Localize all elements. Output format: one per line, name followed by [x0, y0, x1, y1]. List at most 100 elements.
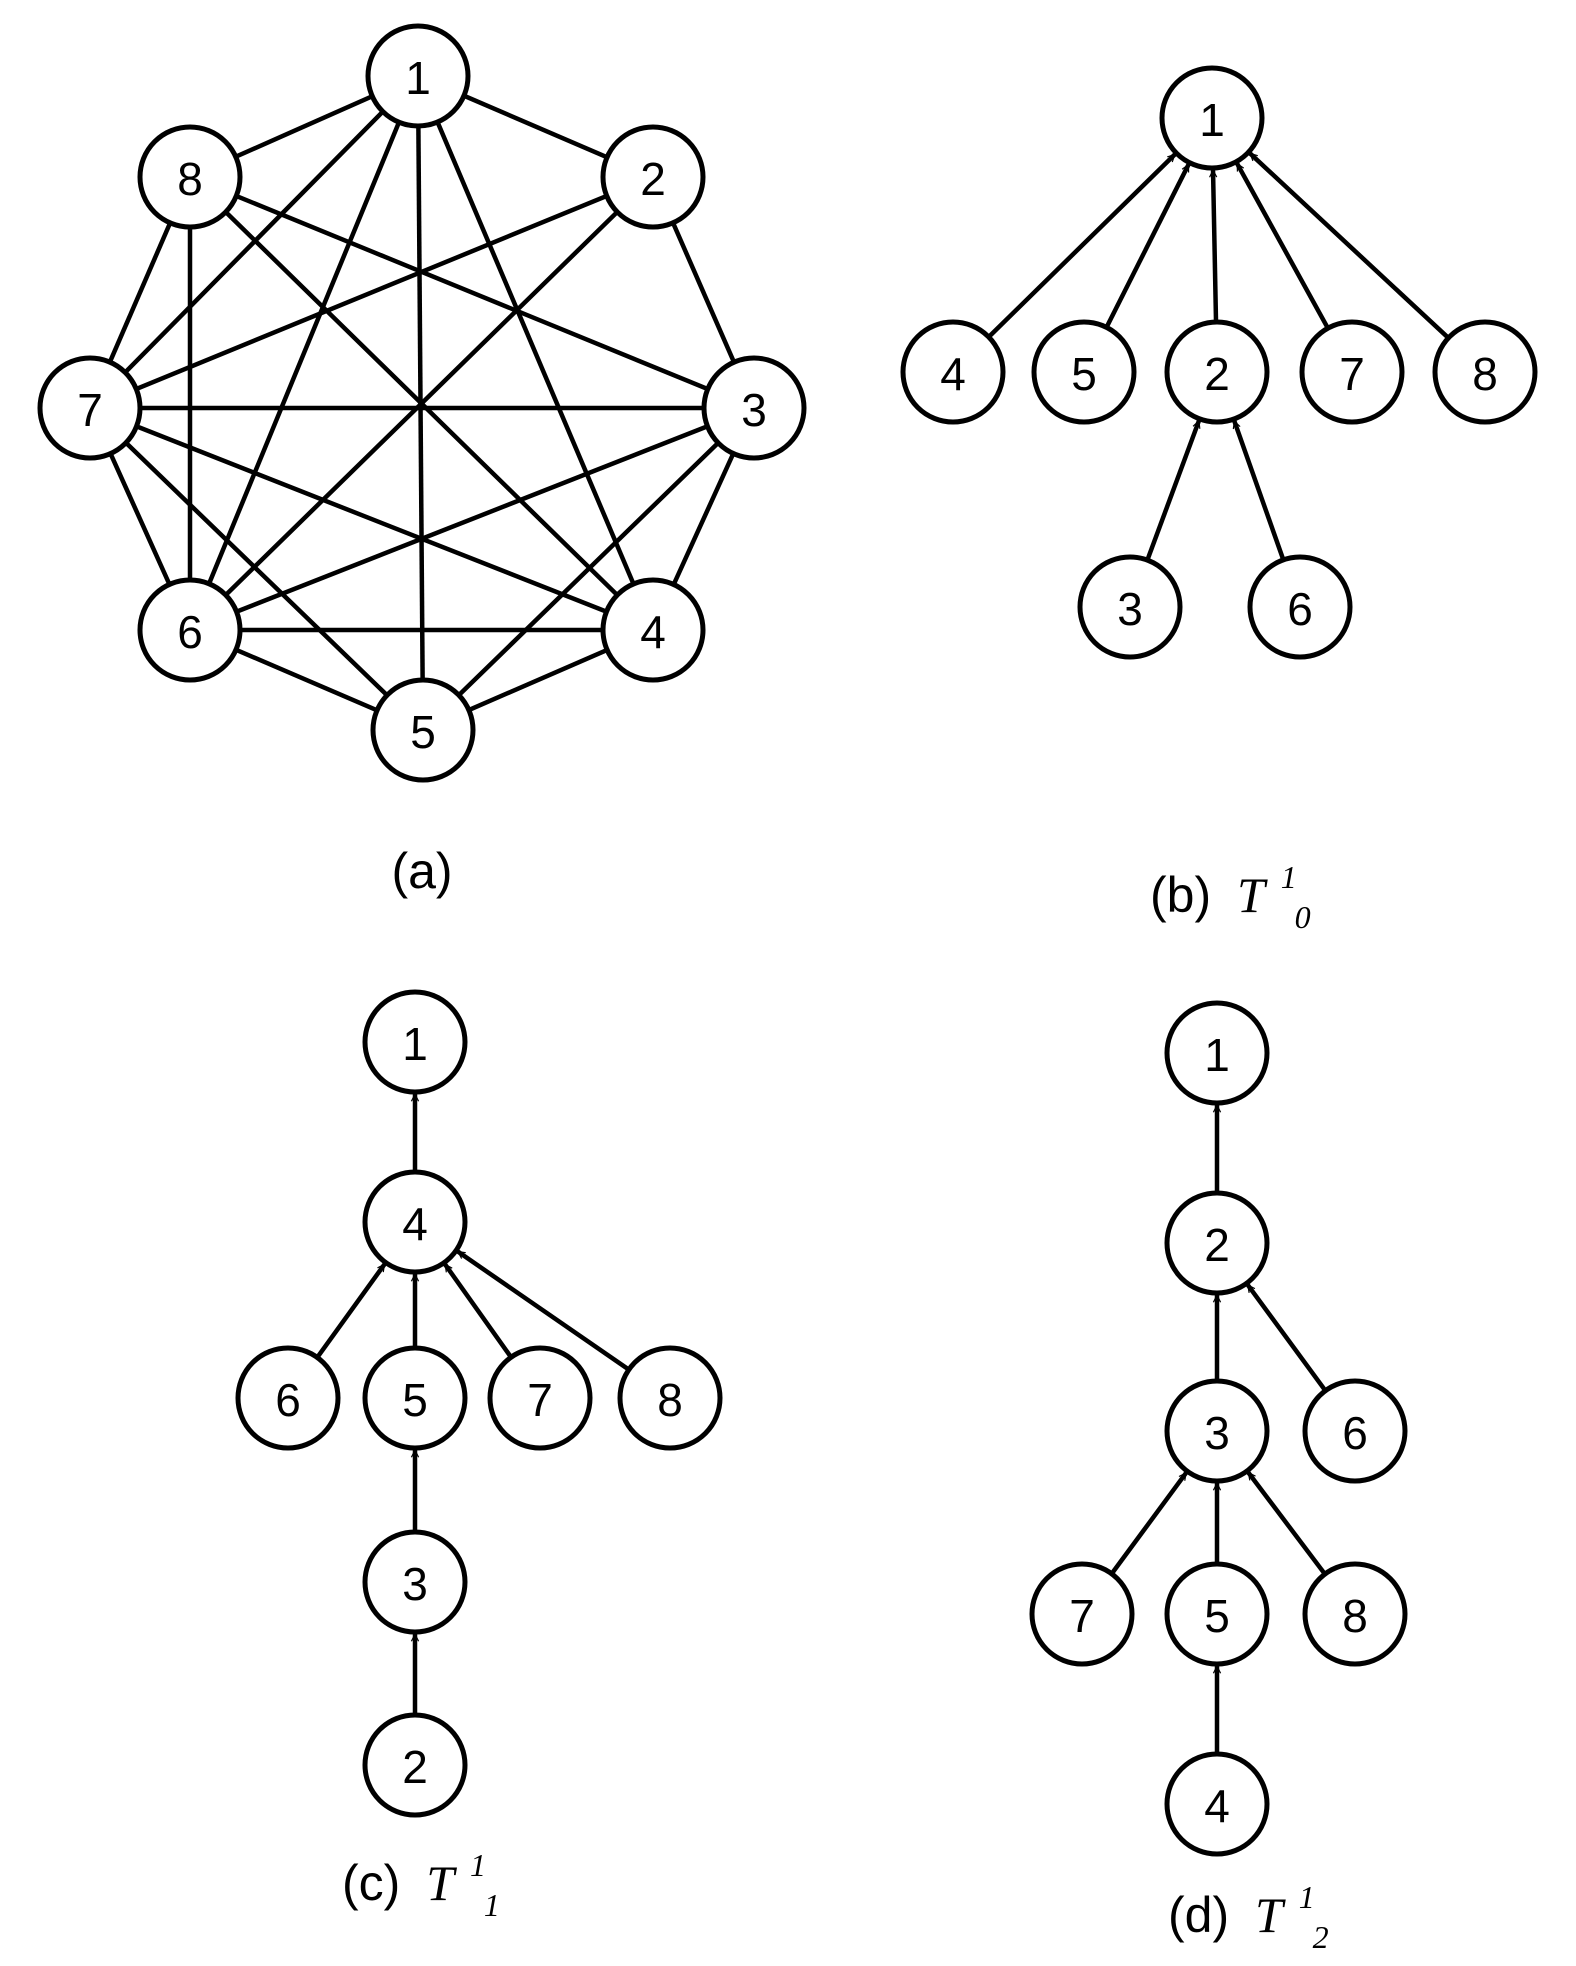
panel-c: 1 4 6 5 7 8 3 2 (c) T 1 1	[235, 989, 723, 1923]
node-3-label: 3	[1204, 1407, 1230, 1459]
node-8-label: 8	[657, 1374, 683, 1426]
arrow-4-to-1	[987, 152, 1177, 339]
node-3: 3	[701, 355, 807, 461]
panel-d-caption-label: (d)	[1168, 1887, 1229, 1943]
node-1: 1	[1159, 65, 1265, 171]
node-7-label: 7	[527, 1374, 553, 1426]
panel-b-caption-label: (b)	[1150, 867, 1211, 923]
node-1-circle	[365, 23, 471, 129]
node-6: 6	[137, 577, 243, 683]
node-7-label: 7	[1069, 1590, 1095, 1642]
node-3: 3	[1164, 1378, 1270, 1484]
node-1: 1	[365, 23, 471, 129]
node-1-circle	[362, 989, 468, 1095]
panel-c-caption: (c) T 1 1	[342, 1831, 500, 1923]
arrow-8-to-1	[1248, 151, 1450, 340]
node-5: 5	[362, 1345, 468, 1451]
node-6-label: 6	[1287, 583, 1313, 635]
node-8-circle	[1432, 319, 1538, 425]
node-5: 5	[1164, 1561, 1270, 1667]
node-3-circle	[701, 355, 807, 461]
arrow-8-to-3	[1246, 1471, 1327, 1576]
node-1: 1	[1164, 1000, 1270, 1106]
node-7-circle	[487, 1345, 593, 1451]
panel-a-nodes: 1 2 3 4 5 6 7 8	[37, 23, 807, 783]
edge-1-6	[187, 75, 421, 631]
node-2-label: 2	[402, 1741, 428, 1793]
panel-c-edges	[315, 1094, 631, 1715]
node-7: 7	[1299, 319, 1405, 425]
node-8-circle	[137, 124, 243, 230]
node-6-label: 6	[275, 1374, 301, 1426]
node-8-label: 8	[1342, 1590, 1368, 1642]
panel-b-caption-subscript: 0	[1295, 899, 1311, 935]
node-7-label: 7	[77, 384, 103, 436]
node-6-circle	[1302, 1378, 1408, 1484]
node-7: 7	[1029, 1561, 1135, 1667]
panel-d-nodes: 1 2 3 6 7 5 8 4	[1029, 1000, 1408, 1857]
edge-4-7	[89, 405, 654, 633]
panel-c-nodes: 1 4 6 5 7 8 3 2	[235, 989, 723, 1818]
node-2-label: 2	[1204, 1219, 1230, 1271]
node-4-label: 4	[1204, 1780, 1230, 1832]
node-3: 3	[362, 1529, 468, 1635]
panel-b-edges	[987, 151, 1450, 561]
node-4: 4	[900, 319, 1006, 425]
panel-c-caption-subscript: 1	[484, 1887, 500, 1923]
panel-d-edges	[1109, 1105, 1328, 1754]
node-3-label: 3	[1117, 583, 1143, 635]
arrow-7-to-3	[1109, 1471, 1188, 1576]
node-5-label: 5	[410, 706, 436, 758]
node-8: 8	[1432, 319, 1538, 425]
arrow-5-to-1	[1104, 164, 1191, 329]
node-7-label: 7	[1339, 348, 1365, 400]
node-1: 1	[362, 989, 468, 1095]
node-8: 8	[137, 124, 243, 230]
panel-c-caption-symbol: T	[426, 1855, 457, 1911]
node-4: 4	[600, 577, 706, 683]
panel-a-caption: (a)	[391, 843, 452, 899]
edge-2-7	[89, 174, 654, 411]
node-4-label: 4	[940, 348, 966, 400]
node-2: 2	[1164, 319, 1270, 425]
arrow-7-to-1	[1235, 164, 1330, 330]
arrow-6-to-2	[1232, 421, 1286, 561]
node-5: 5	[1031, 319, 1137, 425]
node-2-circle	[1164, 319, 1270, 425]
node-6-circle	[137, 577, 243, 683]
arrow-7-to-4	[443, 1263, 513, 1359]
node-4: 4	[1164, 1751, 1270, 1857]
arrow-6-to-4	[315, 1262, 387, 1359]
node-2: 2	[600, 124, 706, 230]
panel-a: 1 2 3 4 5 6 7 8 (a)	[37, 23, 807, 899]
node-1-label: 1	[402, 1018, 428, 1070]
node-4-circle	[1164, 1751, 1270, 1857]
node-3-circle	[1164, 1378, 1270, 1484]
edge-4-8	[188, 175, 655, 632]
node-5-label: 5	[1204, 1590, 1230, 1642]
node-6-circle	[235, 1345, 341, 1451]
node-2-circle	[600, 124, 706, 230]
node-5-circle	[362, 1345, 468, 1451]
node-8-circle	[617, 1345, 723, 1451]
node-7-circle	[1029, 1561, 1135, 1667]
node-6: 6	[1302, 1378, 1408, 1484]
node-6-label: 6	[177, 606, 203, 658]
node-4-circle	[362, 1169, 468, 1275]
node-4-circle	[600, 577, 706, 683]
node-4-circle	[900, 319, 1006, 425]
node-7-circle	[37, 355, 143, 461]
node-4: 4	[362, 1169, 468, 1275]
node-8: 8	[617, 1345, 723, 1451]
node-5-circle	[1164, 1561, 1270, 1667]
node-7: 7	[37, 355, 143, 461]
edge-5-7	[88, 406, 425, 732]
panel-a-caption-label: (a)	[391, 843, 452, 899]
edge-3-8	[189, 174, 755, 411]
panel-c-caption-superscript: 1	[470, 1847, 486, 1883]
node-3-circle	[362, 1529, 468, 1635]
node-4-label: 4	[402, 1198, 428, 1250]
arrow-2-to-1	[1213, 170, 1219, 323]
